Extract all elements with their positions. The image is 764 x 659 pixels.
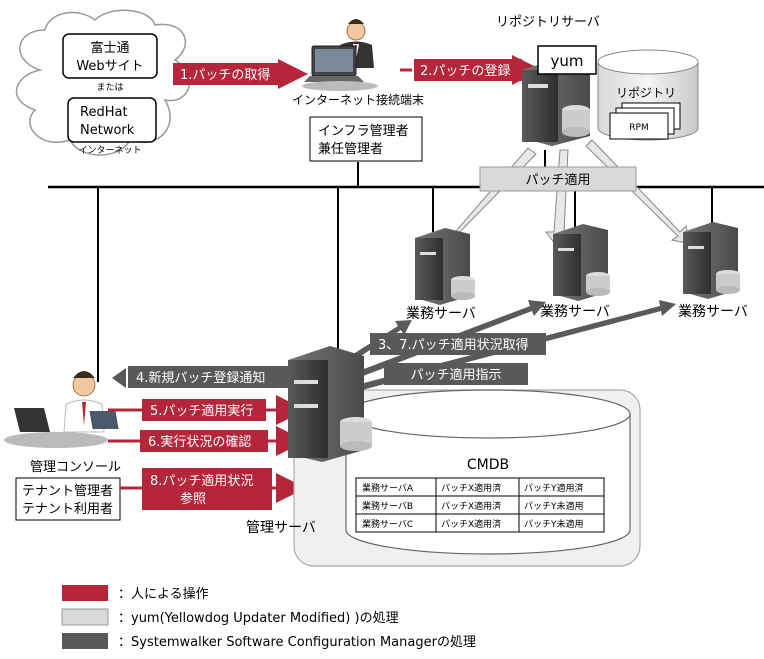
repository-label: リポジトリ: [616, 86, 676, 100]
step-4-notify: 4.新規パッチ登録通知: [112, 366, 300, 388]
rpm-stack-icon: RPM: [609, 102, 681, 140]
rpm-label: RPM: [629, 123, 648, 133]
business-server-2-label: 業務サーバ: [540, 304, 610, 320]
tenant-user-label: テナント利用者: [22, 502, 113, 517]
tenant-admin-label: テナント管理者: [22, 484, 113, 499]
network-label: Network: [80, 123, 135, 138]
management-server-icon: [288, 346, 372, 462]
internet-label: インターネット: [78, 145, 141, 156]
infra-admin-box: [309, 116, 423, 162]
legend-swatch-ssc: [62, 633, 108, 649]
legend-human-label: ：人による操作: [118, 586, 209, 602]
table-cell: 業務サーバA: [362, 482, 414, 494]
svg-text:2.パッチの登録: 2.パッチの登録: [420, 64, 510, 79]
or-label: または: [96, 82, 123, 93]
table-cell: パッチY未適用: [524, 518, 584, 530]
step-8-view: 8.パッチ適用状況 参照: [120, 468, 306, 510]
table-cell: パッチY適用済: [524, 482, 584, 494]
business-server-2-icon: [553, 224, 610, 301]
step-2-register-patch: 2.パッチの登録: [400, 55, 542, 85]
infra-admin-label: インフラ管理者: [318, 124, 409, 139]
cmdb-label: CMDB: [467, 457, 509, 473]
fujitsu-label: 富士通: [90, 40, 129, 56]
step-5-apply: 5.パッチ適用実行: [108, 395, 306, 425]
cmdb-table: 業務サーバA パッチX適用済 パッチY適用済 業務サーバB パッチX適用済 パッ…: [355, 477, 605, 533]
tenant-box: [15, 477, 121, 521]
svg-text:5.パッチ適用実行: 5.パッチ適用実行: [150, 403, 253, 419]
redhat-label: RedHat: [80, 105, 128, 120]
internet-terminal-label: インターネット接続端末: [292, 92, 424, 107]
internet-cloud: 富士通 Webサイト または RedHat Network インターネット: [15, 9, 191, 156]
repository-server-icon: [522, 58, 590, 146]
patch-apply-box: [479, 166, 637, 192]
management-console-label: 管理コンソール: [30, 460, 121, 475]
concurrent-admin-label: 兼任管理者: [318, 142, 383, 157]
svg-text:8.パッチ適用状況: 8.パッチ適用状況: [150, 473, 253, 489]
step-3-7-box: [370, 333, 546, 355]
legend-yum-label: ：yum(Yellowdog Updater Modified) )の処理: [118, 611, 399, 626]
table-cell: パッチX適用済: [441, 518, 501, 530]
step-3-7-label: 3、7.パッチ適用状況取得: [378, 337, 529, 353]
table-cell: パッチX適用済: [441, 482, 501, 494]
yum-label: yum: [551, 52, 584, 70]
svg-text:参照: 参照: [180, 491, 206, 507]
svg-text:4.新規パッチ登録通知: 4.新規パッチ登録通知: [136, 370, 265, 386]
business-server-1-icon: [415, 228, 475, 305]
management-server-label: 管理サーバ: [246, 520, 316, 536]
svg-text:1.パッチの取得: 1.パッチの取得: [180, 67, 270, 83]
table-cell: パッチX適用済: [441, 500, 501, 512]
patch-apply-instruction-label: パッチ適用指示: [410, 367, 501, 383]
internet-terminal-user-icon: [302, 19, 378, 91]
patch-apply-instruction-box: [384, 363, 528, 385]
business-server-3-icon: [683, 222, 740, 299]
table-cell: 業務サーバC: [362, 518, 413, 530]
legend-swatch-human: [62, 585, 108, 601]
step-6-check: 6.実行状況の確認: [108, 426, 306, 456]
fujitsu-site-box: [62, 33, 158, 79]
repository-server-label: リポジトリサーバ: [496, 15, 600, 30]
patch-apply-label: パッチ適用: [525, 172, 590, 188]
table-cell: パッチY未適用: [524, 500, 584, 512]
table-cell: 業務サーバB: [362, 500, 413, 512]
fujitsu-web-label: Webサイト: [76, 59, 143, 74]
step-1-get-patch: 1.パッチの取得: [173, 59, 308, 89]
redhat-network-box: [67, 97, 157, 143]
svg-text:6.実行状況の確認: 6.実行状況の確認: [148, 434, 251, 450]
business-server-1-label: 業務サーバ: [406, 306, 476, 322]
business-server-3-label: 業務サーバ: [678, 304, 748, 320]
management-console-user-icon: [4, 371, 119, 448]
legend-ssc-label: ：Systemwalker Software Configuration Man…: [118, 635, 476, 650]
legend: ：人による操作 ：yum(Yellowdog Updater Modified)…: [61, 585, 476, 650]
legend-swatch-yum: [61, 608, 109, 626]
yum-box: [537, 45, 597, 75]
